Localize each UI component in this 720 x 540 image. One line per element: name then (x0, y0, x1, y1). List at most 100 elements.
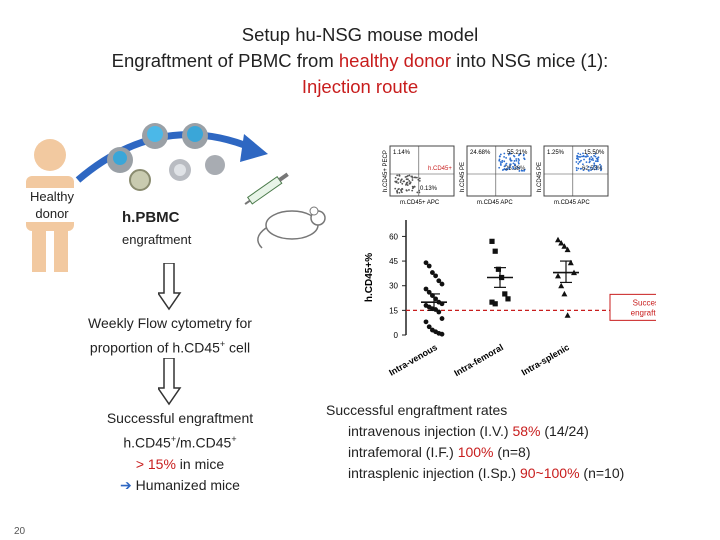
result-iv-count: (14/24) (540, 423, 589, 439)
flow-event-dot (504, 164, 507, 167)
slide-title: Setup hu-NSG mouse model Engraftment of … (0, 22, 720, 100)
data-point-triangle (564, 312, 571, 318)
step3-line-3: > 15% in mice (70, 454, 290, 475)
x-category-label: Intra-femoral (452, 342, 505, 378)
flow-event-dot (397, 188, 400, 191)
flow-event-dot (416, 191, 419, 194)
x-category-label: Intra-venous (387, 342, 439, 378)
flow-panel-q1-label: 1.25% (547, 150, 565, 156)
flow-event-dot (411, 189, 414, 192)
flow-step-2: Weekly Flow cytometry for proportion of … (50, 313, 290, 359)
flow-event-dot (411, 179, 414, 181)
flow-panel-frame (389, 145, 455, 197)
flow-event-dot (504, 168, 507, 171)
flow-event-dot (397, 178, 400, 180)
mouse-icon (257, 206, 326, 249)
flow-event-dot (513, 160, 516, 162)
flow-event-dot (512, 154, 515, 157)
flow-event-dot (586, 153, 588, 156)
flow-event-dot (583, 167, 586, 170)
flow-event-dot (397, 182, 400, 184)
y-tick-label: 0 (394, 331, 399, 340)
flow-event-dot (587, 155, 589, 158)
flow-event-dot (507, 153, 510, 156)
flow-event-dot (503, 165, 506, 168)
flow-panel-tag-label: 25.38% (505, 166, 526, 172)
flow-event-dot (508, 166, 510, 169)
step3-threshold: > 15% (135, 455, 176, 472)
flow-event-dot (588, 157, 591, 160)
results-heading: Successful engraftment rates (326, 402, 508, 418)
step3-line-1: Successful engraftment (106, 410, 254, 426)
flow-event-dot (401, 191, 403, 194)
flow-event-dot (594, 160, 597, 163)
flow-event-dot (408, 180, 411, 182)
data-point-circle (433, 273, 438, 279)
flow-event-dot (517, 162, 520, 165)
pbmc-label: h.PBMC (122, 209, 180, 226)
title-line-2: Engraftment of PBMC from healthy donor i… (0, 48, 720, 74)
flow-event-dot (590, 169, 592, 172)
flow-event-dot (498, 166, 501, 169)
flow-event-dot (583, 158, 585, 161)
step2-line-2: proportion of h.CD45+ cell (50, 334, 290, 359)
flow-event-dot (517, 166, 520, 169)
flow-event-dot (575, 167, 578, 169)
flow-event-dot (498, 155, 501, 158)
data-point-square (502, 291, 508, 297)
y-tick-label: 45 (389, 257, 398, 266)
donor-label: Healthy donor (20, 188, 84, 222)
flow-event-dot (499, 161, 502, 163)
data-point-circle (423, 260, 429, 266)
flow-event-dot (394, 187, 397, 190)
flow-event-dot (398, 174, 401, 176)
donor-label-line-1: Healthy (29, 189, 75, 204)
flow-event-dot (394, 176, 397, 179)
result-isp-rate: 90~100% (519, 465, 580, 481)
flow-event-dot (395, 180, 398, 183)
flow-event-dot (511, 165, 514, 168)
y-axis-label: h.CD45+% (364, 253, 375, 302)
flow-event-dot (406, 184, 409, 186)
data-point-triangle (558, 282, 565, 289)
data-point-triangle (561, 290, 568, 297)
flow-event-dot (579, 153, 582, 156)
title-line-3: Injection route (301, 76, 419, 97)
result-iv-rate: 58% (512, 423, 541, 439)
flow-event-dot (503, 160, 506, 163)
flow-event-dot (595, 166, 598, 169)
down-arrow-1-icon (158, 263, 182, 311)
data-point-triangle (555, 236, 561, 243)
result-if-rate: 100% (457, 444, 494, 460)
flow-event-dot (518, 170, 521, 172)
flow-event-dot (518, 159, 520, 161)
flow-event-dot (512, 167, 515, 170)
result-isp-count: (n=10) (579, 465, 625, 481)
title-line-2-b: into NSG mice (1): (451, 50, 609, 71)
flow-event-dot (515, 167, 517, 170)
flow-event-dot (396, 174, 399, 177)
flow-event-dot (600, 169, 602, 172)
flow-event-dot (501, 161, 503, 164)
flow-event-dot (412, 186, 415, 189)
flow-event-dot (576, 155, 579, 158)
title-line-1: Setup hu-NSG mouse model (241, 24, 479, 45)
result-row-if: intrafemoral (I.F.) 100% (n=8) (326, 442, 716, 463)
data-point-square (489, 299, 495, 305)
flow-event-dot (592, 159, 595, 162)
flow-panel-xlabel: m.CD45 APC (554, 200, 590, 206)
flow-event-dot (590, 156, 593, 158)
data-point-square (495, 266, 501, 272)
data-point-circle (439, 331, 445, 337)
flow-panel-q2-label: 15.50% (584, 150, 605, 156)
flow-event-dot (578, 160, 581, 163)
flow-event-dot (500, 164, 502, 166)
y-tick-label: 60 (389, 232, 398, 241)
flow-event-dot (518, 153, 521, 156)
annotation-line-1: Successful (633, 298, 656, 307)
flow-event-dot (523, 169, 526, 172)
flow-event-dot (575, 169, 578, 172)
flow-event-dot (411, 176, 414, 179)
y-tick-label: 15 (389, 306, 398, 315)
result-iv-label: intravenous injection (I.V.) (348, 423, 513, 439)
